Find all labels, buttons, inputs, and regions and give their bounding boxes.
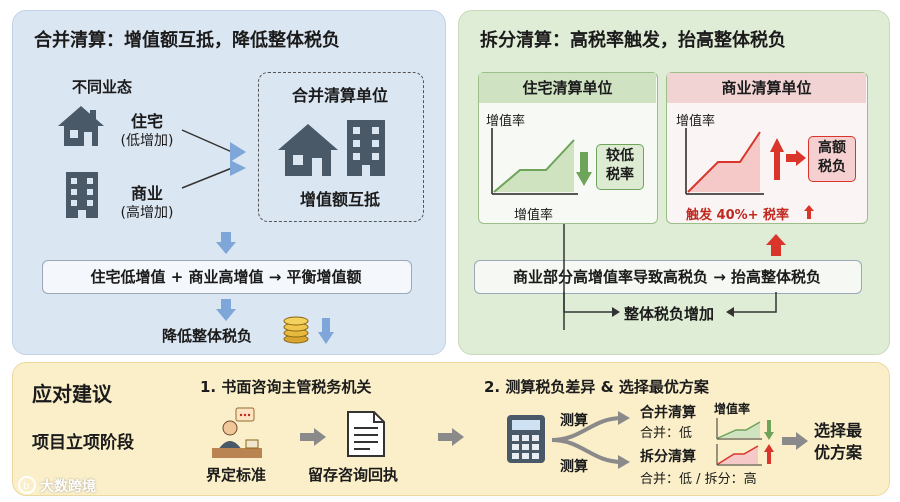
right-arrow-icon: [782, 432, 808, 450]
outcome-connectors: [563, 292, 777, 317]
up-arrow-icon: [770, 138, 784, 180]
up-arrow-icon: [764, 444, 774, 464]
commercial-chart: [685, 128, 764, 195]
brand-logo-icon: b: [18, 476, 36, 494]
merge-arrows: [181, 129, 246, 189]
step2-title: 2. 测算税负差异 & 选择最优方案: [484, 378, 709, 396]
recommendation-panel: [12, 362, 890, 496]
define-standard-label: 界定标准: [206, 466, 267, 484]
high-tax-tag: 高额税负: [808, 136, 856, 182]
trigger-rate-label: 触发 40%+ 税率: [686, 208, 790, 223]
split-arrows: [551, 411, 630, 469]
commercial-unit-title: 商业清算单位: [667, 73, 866, 103]
consultant-icon: [212, 407, 262, 458]
down-arrow-icon: [764, 420, 774, 440]
calc-label-a: 测算: [560, 413, 588, 429]
split-result-box: [474, 260, 862, 294]
document-icon: [347, 411, 385, 457]
down-arrow-icon: [216, 232, 236, 254]
calculator-icon: [507, 415, 545, 463]
recommendation-title: 应对建议: [32, 382, 112, 406]
svg-text:b: b: [23, 481, 29, 492]
right-panel-title: 拆分清算：高税率触发，抬高整体税负: [480, 30, 786, 51]
option-merged-title: 合并清算: [640, 405, 696, 421]
step1-title: 1. 书面咨询主管税务机关: [200, 378, 372, 396]
choose-best-label: 选择最优方案: [814, 421, 863, 462]
calc-label-b: 测算: [560, 459, 588, 475]
right-arrow-icon: [438, 428, 464, 446]
right-arrow-icon: [300, 428, 326, 446]
lower-rate-tag: 较低税率: [596, 144, 644, 190]
option-split-title: 拆分清算: [640, 449, 696, 465]
merged-outcome: 降低整体税负: [162, 327, 253, 345]
watermark-text: 大数跨境: [40, 479, 96, 495]
residential-unit-title: 住宅清算单位: [479, 73, 656, 103]
project-stage-label: 项目立项阶段: [32, 433, 134, 453]
down-arrow-icon: [216, 299, 236, 321]
split-result-text: 商业部分高增值率导致高税负 → 抬高整体税负: [512, 268, 821, 286]
right-arrow-icon: [786, 150, 806, 166]
residential-chart-ylabel: 增值率: [486, 114, 526, 129]
residential-label: 住宅: [130, 112, 163, 131]
residential-chart: [491, 128, 578, 195]
house-icon: [278, 124, 338, 176]
merged-result-box: [42, 260, 412, 294]
up-arrow-icon: [804, 205, 814, 219]
office-building-icon: [347, 120, 385, 176]
commercial-label: 商业: [130, 184, 163, 203]
option-split-note: 合并：低 / 拆分：高: [640, 472, 757, 487]
commercial-chart-ylabel: 增值率: [676, 114, 716, 129]
keep-receipt-label: 留存咨询回执: [308, 466, 399, 484]
split-outcome: 整体税负增加: [624, 305, 715, 323]
option-chart-label: 增值率: [714, 402, 751, 416]
house-icon: [58, 106, 104, 146]
merged-unit-title: 合并清算单位: [291, 86, 388, 105]
office-building-icon: [66, 172, 98, 218]
merged-unit-box: [258, 72, 424, 222]
down-arrow-icon: [318, 318, 334, 344]
merged-unit-caption: 增值额互抵: [299, 190, 380, 209]
residential-chart-xlabel: 增值率: [514, 208, 554, 223]
mini-chart-split: [716, 444, 762, 466]
commercial-note: (高增加): [120, 205, 174, 221]
mini-chart-merged: [716, 418, 762, 440]
up-arrow-icon: [766, 234, 786, 256]
down-arrow-icon: [576, 152, 592, 186]
residential-note: (低增加): [120, 133, 174, 149]
business-types-label: 不同业态: [72, 78, 133, 96]
merged-result-text: 住宅低增值 + 商业高增值 → 平衡增值额: [90, 268, 362, 286]
left-panel-title: 合并清算：增值额互抵，降低整体税负: [34, 30, 340, 51]
coins-icon: [283, 316, 309, 344]
option-merged-note: 合并：低: [640, 426, 693, 441]
